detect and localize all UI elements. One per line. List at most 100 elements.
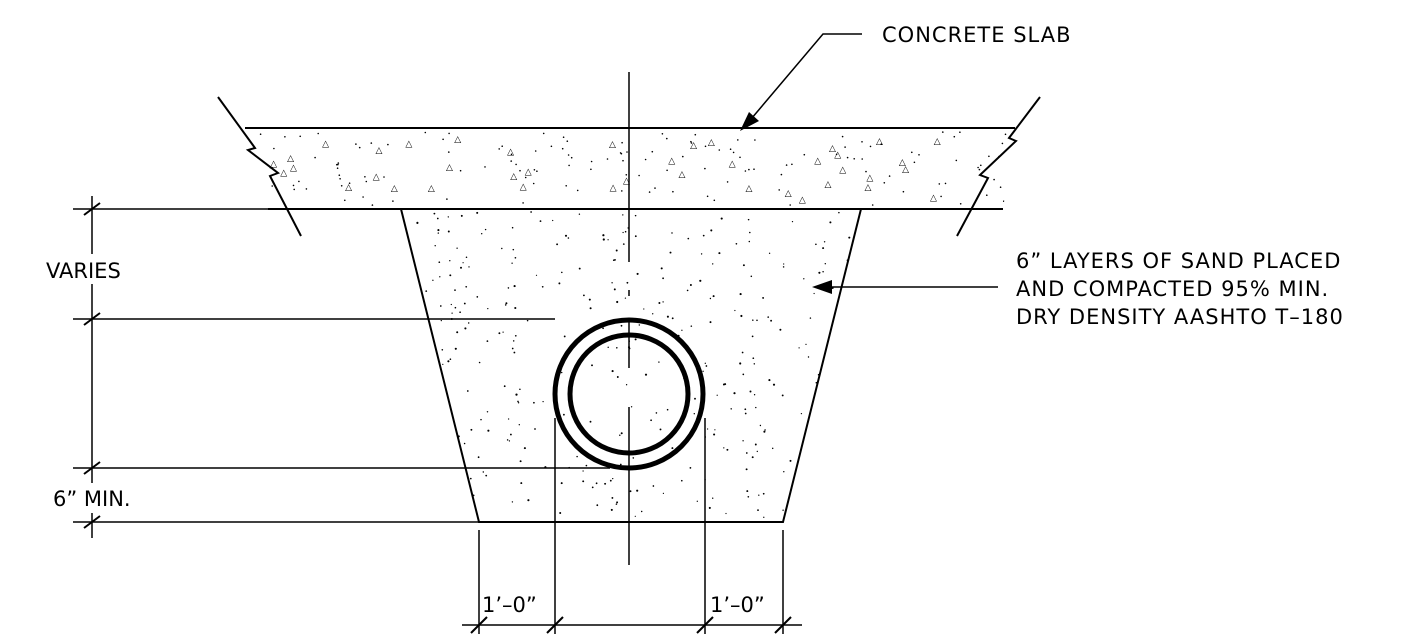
sand-dot <box>739 293 742 296</box>
sand-dot <box>616 300 619 304</box>
concrete-slab-callout: CONCRETE SLAB <box>740 23 1070 131</box>
slab-dot <box>619 152 622 154</box>
sand-dot <box>791 220 794 223</box>
slab-dot <box>424 131 427 134</box>
sand-dot <box>809 317 812 319</box>
slab-dot <box>364 176 366 178</box>
slab-dot <box>942 131 944 133</box>
sand-dot <box>789 459 792 462</box>
slab-dot <box>337 162 340 164</box>
sand-dot <box>595 482 598 485</box>
sand-dot <box>625 384 628 386</box>
slab-dot <box>590 168 592 171</box>
sand-dot <box>447 360 450 363</box>
sand-dot <box>808 503 811 505</box>
tick <box>774 616 792 634</box>
sand-note-callout: 6” LAYERS OF SAND PLACED AND COMPACTED 9… <box>812 249 1343 329</box>
sand-dot <box>840 311 843 313</box>
slab-dot <box>570 156 573 159</box>
slab-dot <box>959 203 962 205</box>
sand-dot <box>484 228 487 231</box>
sand-dot <box>619 463 622 466</box>
sand-dot <box>716 394 718 396</box>
sand-dot <box>591 486 594 489</box>
sand-dot <box>559 511 562 515</box>
sand-dot <box>607 346 609 349</box>
sand-dot <box>435 481 438 484</box>
sand-dot <box>636 272 639 275</box>
sand-dot <box>512 248 515 251</box>
sand-dot <box>615 249 618 252</box>
sand-dot <box>446 480 448 482</box>
sand-dot <box>514 334 517 337</box>
slab-aggregate-mark: △ <box>510 172 517 182</box>
slab-dot <box>536 170 538 172</box>
sand-dot <box>694 397 696 400</box>
sand-dot <box>519 388 521 390</box>
slab-aggregate-mark: △ <box>290 164 297 174</box>
sand-dot <box>616 347 618 349</box>
label-mask <box>44 254 136 284</box>
slab-dot <box>284 136 286 138</box>
slab-dot <box>501 145 504 147</box>
slab-aggregate-mark: △ <box>446 163 453 173</box>
sand-dot <box>535 274 538 276</box>
sand-dot <box>470 428 473 431</box>
sand-dot <box>848 236 851 239</box>
slab-dot <box>362 196 364 198</box>
sand-dot <box>652 485 655 487</box>
sand-dot <box>401 512 403 515</box>
slab-dot <box>718 149 721 151</box>
concrete-slab: △△△△△△△△△△△△△△△△△△△△△△△△△△△△△△△△△△△△△△△△ <box>245 127 1015 210</box>
slab-dot <box>314 156 316 159</box>
sand-dot <box>558 282 561 285</box>
slab-dot <box>606 158 609 160</box>
slab-dot <box>534 150 537 152</box>
sand-dot <box>730 408 732 410</box>
slab-dot <box>644 158 647 161</box>
slab-dot <box>853 158 855 160</box>
sand-dot <box>447 230 450 233</box>
sand-dot <box>818 457 820 460</box>
sand-dot <box>671 317 674 320</box>
sand-dot <box>838 211 840 214</box>
sand-dot <box>798 347 800 349</box>
sand-dot <box>699 279 702 282</box>
clearance-left-label: 1’–0” <box>482 593 537 617</box>
sand-dot <box>772 383 776 386</box>
sand-dot <box>762 296 765 299</box>
sand-dot <box>439 305 442 307</box>
slab-dot <box>621 141 623 144</box>
slab-dot <box>888 175 891 177</box>
sand-dot <box>632 457 635 459</box>
sand-dot <box>860 215 861 218</box>
sand-dot <box>515 393 518 396</box>
vertical-dimension: VARIES 6” MIN. <box>44 196 610 538</box>
sand-dot <box>722 383 725 386</box>
sand-dot <box>725 512 727 515</box>
sand-dot <box>407 267 410 270</box>
slab-aggregate-mark: △ <box>405 140 412 150</box>
sand-dot <box>612 477 614 480</box>
sand-dot <box>406 453 409 455</box>
sand-dot <box>561 271 563 274</box>
slab-dot <box>299 135 302 138</box>
sand-dot <box>401 280 403 284</box>
sand-dot <box>514 306 517 310</box>
sand-dot <box>541 285 544 288</box>
sand-dot <box>658 361 660 363</box>
slab-dot <box>338 174 341 176</box>
slab-dot <box>317 132 320 135</box>
sand-dot <box>822 247 825 250</box>
sand-dot <box>604 482 607 485</box>
sand-dot <box>680 479 683 482</box>
sand-dot <box>779 328 782 331</box>
sand-dot <box>856 406 859 409</box>
sand-dot <box>669 251 672 254</box>
sand-dot <box>723 447 725 449</box>
slab-dot <box>383 176 385 178</box>
sand-dot <box>534 428 536 430</box>
sand-dot <box>508 440 511 442</box>
sand-dot <box>823 241 826 243</box>
slab-aggregate-mark: △ <box>507 148 514 158</box>
